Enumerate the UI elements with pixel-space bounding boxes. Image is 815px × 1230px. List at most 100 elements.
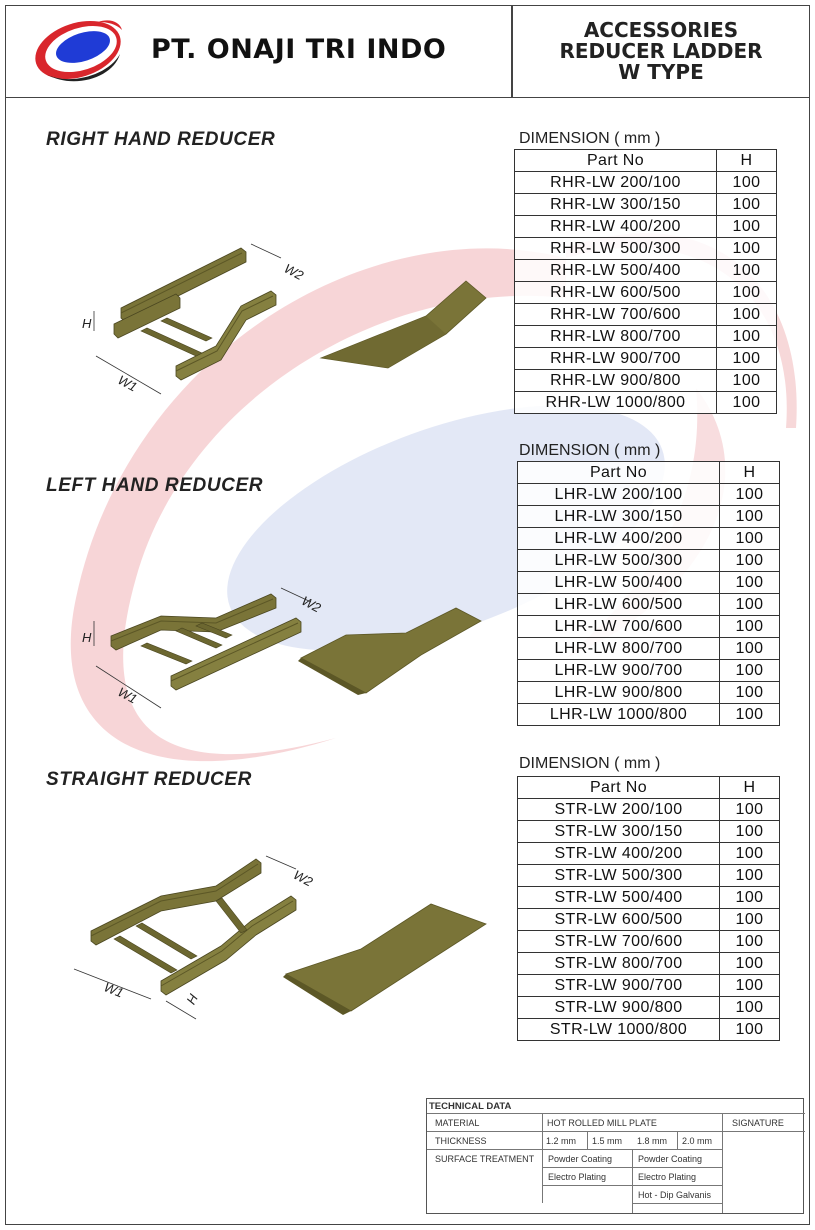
column-header-h: H	[716, 149, 777, 172]
tech-rule	[587, 1131, 588, 1149]
surface-treatment-label: SURFACE TREATMENT	[435, 1154, 535, 1164]
h-value-cell: 100	[719, 703, 780, 726]
tech-rule	[427, 1131, 805, 1132]
part-no-cell: RHR-LW 900/700	[514, 347, 717, 370]
part-no-cell: STR-LW 800/700	[517, 952, 720, 975]
part-no-cell: STR-LW 900/700	[517, 974, 720, 997]
part-no-cell: LHR-LW 1000/800	[517, 703, 720, 726]
part-no-cell: STR-LW 500/400	[517, 886, 720, 909]
h-value-cell: 100	[719, 593, 780, 616]
thickness-value: 1.5 mm	[592, 1136, 623, 1146]
part-no-cell: STR-LW 500/300	[517, 864, 720, 887]
dimension-label-text: DIMENSION ( mm )	[519, 130, 661, 147]
thickness-value: 2.0 mm	[682, 1136, 713, 1146]
h-value-cell: 100	[719, 1018, 780, 1041]
h-value-cell: 100	[716, 193, 777, 216]
h-value-cell: 100	[719, 637, 780, 660]
w2-dimension-label: W2	[282, 261, 307, 284]
part-no-cell: RHR-LW 600/500	[514, 281, 717, 304]
company-name: PT. ONAJI TRI INDO	[151, 34, 447, 65]
dimension-label-3: DIMENSION ( mm )	[519, 755, 660, 773]
h-value-cell: 100	[719, 908, 780, 931]
left-hand-reducer-cover-illustration	[298, 607, 482, 695]
part-no-cell: STR-LW 900/800	[517, 996, 720, 1019]
column-header-part-no: Part No	[514, 149, 717, 172]
tech-rule	[632, 1149, 633, 1213]
dimension-label-text: DIMENSION ( mm )	[519, 442, 661, 459]
column-header-h: H	[719, 776, 780, 799]
h-value-cell: 100	[719, 820, 780, 843]
straight-reducer-ladder-illustration: W1 H W2	[73, 855, 316, 1020]
thickness-value: 1.8 mm	[637, 1136, 668, 1146]
h-value-cell: 100	[719, 659, 780, 682]
part-no-cell: LHR-LW 500/400	[517, 571, 720, 594]
h-value-cell: 100	[716, 347, 777, 370]
document-title: ACCESSORIES REDUCER LADDER W TYPE	[513, 20, 809, 83]
technical-data-title: TECHNICAL DATA	[429, 1101, 512, 1112]
column-header-part-no: Part No	[517, 461, 720, 484]
h-dimension-label: H	[82, 630, 92, 645]
part-no-cell: STR-LW 400/200	[517, 842, 720, 865]
h-dimension-label: H	[82, 316, 92, 331]
h-value-cell: 100	[716, 369, 777, 392]
h-value-cell: 100	[719, 527, 780, 550]
part-no-cell: STR-LW 700/600	[517, 930, 720, 953]
h-value-cell: 100	[719, 974, 780, 997]
part-no-cell: RHR-LW 700/600	[514, 303, 717, 326]
part-no-cell: STR-LW 200/100	[517, 798, 720, 821]
part-no-cell: LHR-LW 900/800	[517, 681, 720, 704]
h-value-cell: 100	[719, 842, 780, 865]
table-header-row: Part No H	[517, 776, 780, 799]
part-no-cell: LHR-LW 300/150	[517, 505, 720, 528]
h-value-cell: 100	[716, 325, 777, 348]
part-no-cell: RHR-LW 500/400	[514, 259, 717, 282]
part-no-cell: RHR-LW 1000/800	[514, 391, 717, 414]
h-value-cell: 100	[716, 303, 777, 326]
w1-dimension-label: W1	[102, 979, 126, 1000]
h-value-cell: 100	[719, 681, 780, 704]
table-header-row: Part No H	[517, 461, 780, 484]
section-title-left-hand: LEFT HAND REDUCER	[46, 475, 264, 496]
title-line-3: W TYPE	[618, 60, 704, 84]
part-no-cell: RHR-LW 900/800	[514, 369, 717, 392]
right-hand-reducer-cover-illustration	[319, 280, 487, 369]
right-hand-reducer-ladder-illustration: H W1 W2	[82, 243, 307, 395]
w2-dimension-label: W2	[291, 867, 316, 890]
tech-rule	[427, 1113, 805, 1114]
h-value-cell: 100	[719, 798, 780, 821]
title-line-1: ACCESSORIES	[583, 18, 739, 42]
part-no-cell: LHR-LW 800/700	[517, 637, 720, 660]
h-value-cell: 100	[719, 952, 780, 975]
title-line-2: REDUCER LADDER	[559, 39, 763, 63]
h-value-cell: 100	[719, 505, 780, 528]
part-no-cell: LHR-LW 200/100	[517, 483, 720, 506]
part-no-cell: LHR-LW 700/600	[517, 615, 720, 638]
h-value-cell: 100	[716, 281, 777, 304]
company-logo	[35, 20, 122, 82]
table-header-row: Part No H	[514, 149, 777, 172]
dimension-label-text: DIMENSION ( mm )	[519, 755, 661, 772]
h-value-cell: 100	[716, 171, 777, 194]
h-value-cell: 100	[716, 237, 777, 260]
thickness-label: THICKNESS	[435, 1136, 487, 1146]
tech-rule	[722, 1113, 723, 1213]
part-no-cell: RHR-LW 300/150	[514, 193, 717, 216]
tech-rule	[677, 1131, 678, 1149]
